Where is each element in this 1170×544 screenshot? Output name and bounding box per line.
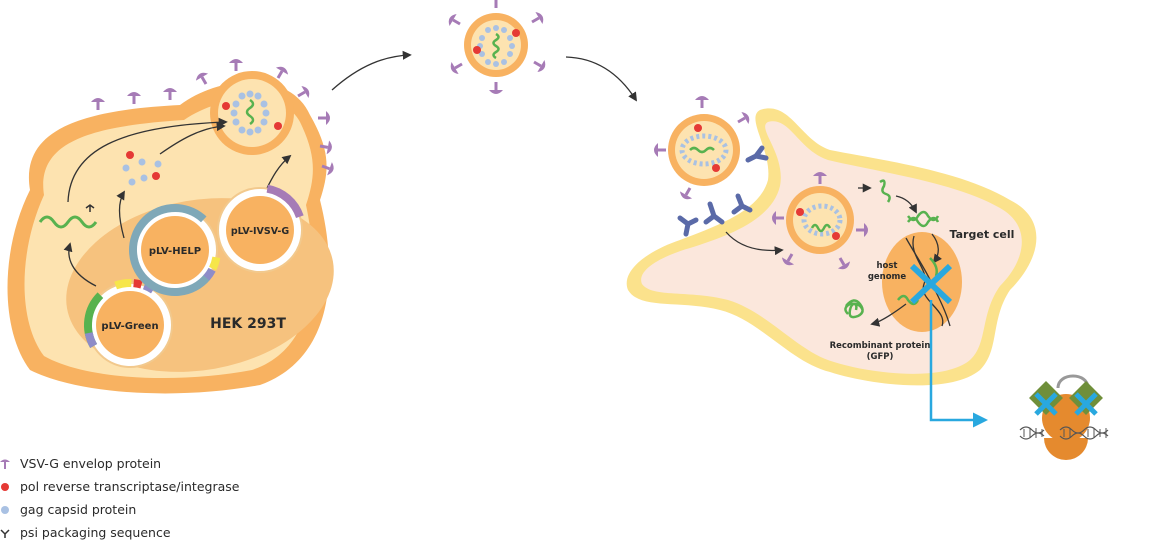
gfp-protein	[844, 299, 864, 319]
knockout-x-mark	[909, 263, 953, 305]
legend-label: gag capsid protein	[20, 502, 137, 517]
target-nucleus	[882, 232, 962, 332]
plasmid-vsvg-label: pLV-IVSV-G	[231, 226, 289, 237]
free-viral-proteins	[122, 151, 162, 186]
budding-virion	[210, 71, 294, 155]
docking-virion	[654, 96, 750, 200]
knockout-arrow	[929, 300, 988, 428]
legend-label: VSV-G envelop protein	[20, 456, 162, 471]
release-arrow	[331, 50, 412, 91]
plasmid-green-label: pLV-Green	[101, 321, 158, 332]
cas9-complex	[1019, 374, 1109, 460]
released-virion	[448, 0, 546, 94]
legend-label: psi packaging sequence	[20, 525, 171, 540]
expression-arrow	[870, 303, 907, 327]
legend-label: pol reverse transcriptase/integrase	[20, 479, 240, 494]
internalized-virion	[772, 172, 868, 270]
plasmid-pLV-HELP: pLV-HELP	[129, 204, 221, 296]
plasmid-pLV-IVSV-G: pLV-IVSV-G	[214, 183, 306, 276]
legend-item-gag: gag capsid protein	[0, 498, 239, 521]
surface-envelope-proteins	[91, 59, 334, 176]
viral-rna-with-psi	[38, 204, 98, 229]
psi-icon	[0, 526, 12, 540]
integrated-provirus	[897, 294, 920, 306]
legend-item-vsvg: VSV-G envelop protein	[0, 452, 239, 475]
legend-item-pol: pol reverse transcriptase/integrase	[0, 475, 239, 498]
plasmid-help-label: pLV-HELP	[149, 246, 201, 257]
producer-arrows	[63, 117, 292, 287]
gag-dot-icon	[0, 503, 12, 517]
recombinant-label-1: Recombinant protein	[830, 341, 931, 351]
host-genome-label-2: genome	[868, 272, 907, 282]
legend: VSV-G envelop protein pol reverse transc…	[0, 452, 239, 544]
target-cell-label: Target cell	[950, 228, 1015, 241]
host-genome-label-1: host	[876, 261, 897, 271]
entry-arrow	[725, 231, 784, 256]
to-target-arrow	[565, 56, 637, 102]
pol-dot-icon	[0, 480, 12, 494]
legend-item-psi: psi packaging sequence	[0, 521, 239, 544]
plasmid-pLV-Green: pLV-Green	[84, 279, 176, 372]
hek-293t-label: HEK 293T	[210, 316, 286, 332]
vsvg-envelope-icon	[0, 457, 12, 471]
recombinant-label-2: (GFP)	[867, 352, 894, 362]
reverse-transcription	[858, 179, 943, 264]
cell-surface-receptors	[677, 145, 769, 237]
